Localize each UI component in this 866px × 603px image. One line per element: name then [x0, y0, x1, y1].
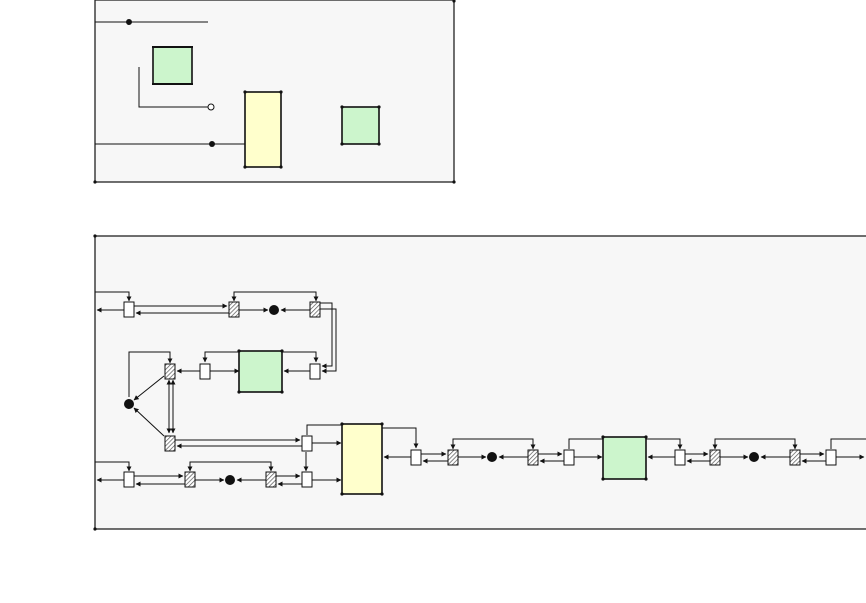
- hatched-node: [447, 449, 459, 466]
- junction-dot: [225, 475, 235, 485]
- node-box: [301, 471, 313, 488]
- node-box: [410, 449, 422, 466]
- green-block: [152, 46, 193, 85]
- node-box: [123, 301, 135, 318]
- green-block: [341, 106, 380, 145]
- hatched-node: [709, 449, 721, 466]
- chain-row-2: [128, 349, 321, 397]
- junction-dot: [209, 141, 215, 147]
- bottom-panel-frame: [94, 235, 866, 530]
- yellow-block: [244, 91, 282, 168]
- hatched-node: [228, 301, 240, 318]
- hatched-node: [184, 471, 196, 488]
- panel-corners: [93, 0, 456, 184]
- node-box: [563, 449, 575, 466]
- hub: [124, 375, 176, 437]
- hatched-node: [164, 363, 176, 380]
- junction-dot: [126, 19, 132, 25]
- junction-dot: [749, 452, 759, 462]
- open-terminal: [207, 103, 215, 111]
- hatched-node: [789, 449, 801, 466]
- hatched-node: [164, 435, 176, 452]
- junction-dot: [269, 305, 279, 315]
- chain-row-4: [95, 461, 342, 488]
- bottom-panel: [93, 234, 866, 531]
- junction-dot: [124, 399, 134, 409]
- green-block: [602, 436, 647, 480]
- node-box: [825, 449, 837, 466]
- signal-line: [138, 67, 208, 108]
- green-block: [238, 350, 283, 393]
- top-panel: [93, 0, 456, 184]
- node-box: [674, 449, 686, 466]
- node-box: [309, 363, 321, 380]
- node-box: [199, 363, 211, 380]
- hatched-node: [265, 471, 277, 488]
- node-box: [123, 471, 135, 488]
- chain-right: [382, 427, 866, 481]
- hatched-node: [527, 449, 539, 466]
- chain-row-3: [164, 424, 342, 472]
- yellow-block: [341, 423, 383, 495]
- chain-row-1: [95, 291, 337, 374]
- hatched-node: [309, 301, 321, 318]
- junction-dot: [487, 452, 497, 462]
- node-box: [301, 435, 313, 452]
